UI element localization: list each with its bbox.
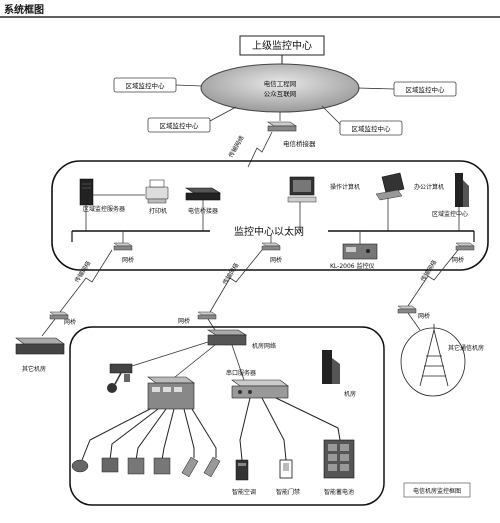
region-right-bottom: 区域监控中心 [339,120,403,136]
telecom-room-label-1: 其它通信机房 [448,344,484,352]
operator-pc-icon [287,176,317,203]
bridge-label-left: 网桥 [64,318,76,326]
bridge-label-3: 网桥 [452,256,464,264]
room-network-label: 机房网络 [252,342,276,350]
smart-ac-label: 智能空调 [232,488,256,496]
region-link-rt [357,87,395,90]
controller-link [174,344,216,378]
bridge-label-1: 网桥 [122,256,134,264]
bridge-label-2: 网桥 [270,256,282,264]
smart-battery-icon [323,439,355,479]
monitoring-center-frame [51,160,489,271]
office-pc-label: 办公计算机 [414,183,444,191]
telecom-link-top [247,131,273,168]
smart-battery-label: 智能蓄电池 [324,488,354,496]
bridge-icon-3 [455,242,475,251]
smart-door-label: 智能门禁 [276,488,300,496]
ethernet-label: 监控中心以太网 [234,225,304,238]
controller-panel-icon [147,376,195,410]
region-right-top-label: 区域监控中心 [406,85,446,94]
bridge-label-mid: 网桥 [178,317,190,325]
printer-label: 打印机 [149,207,167,215]
smart-ac-icon [235,459,249,481]
caption-label: 电信机房监控框图 [413,487,461,495]
region-building-icon [455,173,469,207]
power-sensor-icon [153,457,171,475]
serial-server-label: 串口服务器 [226,369,256,377]
server-label: 区域监控服务器 [83,205,125,213]
operator-pc-label: 操作计算机 [330,183,360,191]
region-link-rb [321,105,341,125]
bridge-icon-2 [261,242,281,251]
office-laptop-icon [375,172,405,201]
sensor-wiring [81,397,341,461]
bridge-router-device [267,121,297,132]
infrared-sensor-icon [181,456,199,478]
water-sensor-icon [127,457,145,475]
region-left-bottom: 区域监控中心 [147,117,211,133]
region-link-lb [209,106,237,122]
region-center-label: 区域监控中心 [432,210,468,218]
other-room-device-icon [15,337,65,355]
machine-room-frame [69,326,385,506]
antenna-tower-icon [419,324,449,387]
bridge-label-right: 网桥 [418,312,430,320]
printer-icon [145,179,169,204]
kl-device-label: KL-2006 监控仪 [330,262,375,270]
caption-box [403,482,471,498]
bridge-mid-link [207,318,216,331]
region-link-lt [175,84,203,87]
smart-door-icon [279,459,293,479]
bridge-router-label: 电信桥接器 [283,139,316,148]
server-icon [79,178,94,206]
room-building-icon [322,350,340,384]
region-left-top-label: 区域监控中心 [126,81,166,90]
region-left-bottom-label: 区域监控中心 [160,121,200,130]
center-bridge-icon [184,187,222,201]
telecom-label-top: 传输网络 [227,134,246,159]
serial-server-link [231,344,245,381]
diagram-title: 系统框图 [4,3,44,16]
region-right-bottom-label: 区域监控中心 [352,124,392,133]
bridge-icon-right [397,305,417,314]
telecom-label-mid: 传输网络 [221,261,241,286]
telecom-link-left [59,249,113,313]
door-sensor-icon [203,456,221,478]
region-right-top: 区域监控中心 [393,81,457,97]
kl-device-icon [342,243,378,260]
bridge-icon-left [49,311,69,320]
serial-server-icon [231,379,289,399]
cloud-line1: 电信工程网 [264,79,297,88]
smoke-sensor-icon [71,459,89,473]
room-network-switch-icon [206,329,248,346]
telecom-room-circle [400,327,466,397]
telecom-link-right [407,249,459,307]
temp-sensor-icon [101,457,119,473]
region-left-top: 区域监控中心 [113,77,177,93]
upper-center-label: 上级监控中心 [252,39,312,52]
telecom-link-mid [209,249,263,313]
camera-icon [107,363,133,393]
bridge-left-link [41,318,56,337]
bridge-icon-1 [113,242,133,251]
room-building-label: 机房 [344,390,356,398]
other-room-label: 其它机房 [22,365,46,373]
camera-link [131,341,209,367]
bridge-right-link [407,312,421,331]
cloud-network [200,63,360,113]
cloud-line2: 公众互联网 [264,89,297,98]
bridge-icon-mid [197,311,217,320]
